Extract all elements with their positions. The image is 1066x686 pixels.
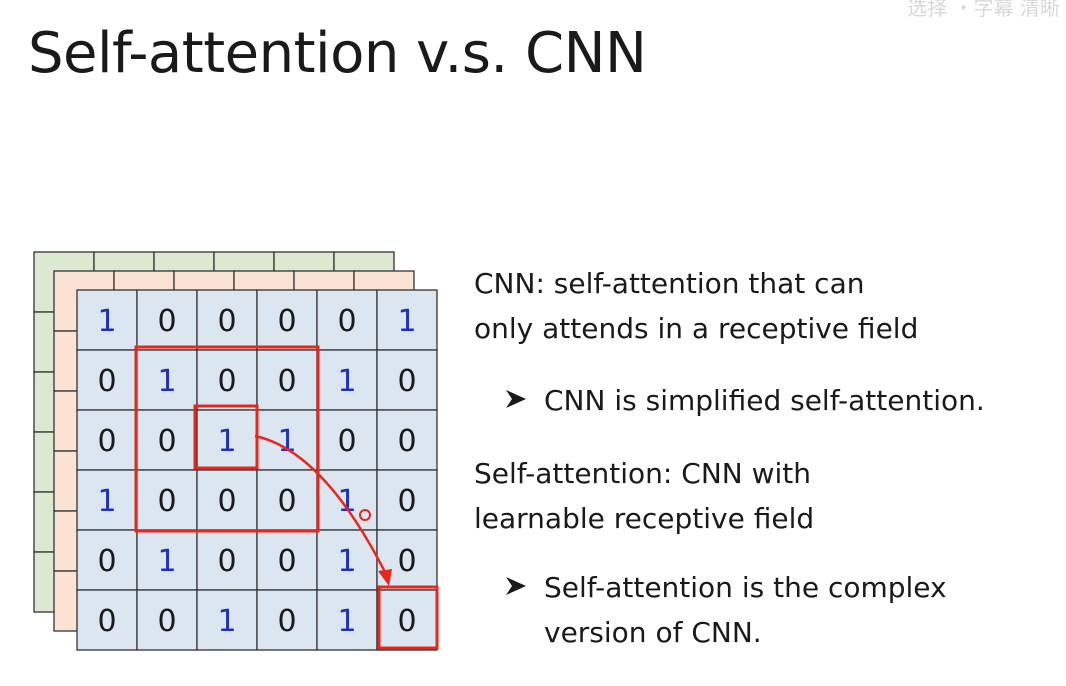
grid-cell	[76, 529, 138, 591]
grid-cell-value: 0	[397, 424, 416, 459]
grid-cell-value: 0	[277, 304, 296, 339]
grid-cell-value: 0	[217, 304, 236, 339]
grid-cell-value: 1	[277, 424, 296, 459]
grid-cell	[196, 349, 258, 411]
bullet-arrow-icon	[504, 379, 530, 424]
grid-cell-value: 1	[337, 484, 356, 519]
grid-cell-value: 1	[97, 304, 116, 339]
grid-cell	[76, 349, 138, 411]
cnn-description: CNN: self-attention that can only attend…	[474, 262, 918, 352]
grid-cell	[256, 589, 318, 651]
grid-cell-value: 0	[337, 304, 356, 339]
grid-cell-value: 0	[277, 604, 296, 639]
grid-cell-value: 1	[337, 364, 356, 399]
grid-cell	[256, 469, 318, 531]
grid-cell-value: 0	[97, 364, 116, 399]
grid-cell-value: 0	[397, 484, 416, 519]
grid-cell	[76, 409, 138, 471]
grid-cell-value: 1	[337, 544, 356, 579]
bullet-cnn-simplified-text: CNN is simplified self-attention.	[544, 384, 985, 417]
grid-cell-value: 0	[217, 544, 236, 579]
grid-cell-value: 0	[277, 364, 296, 399]
grid-cell-value: 0	[277, 484, 296, 519]
feature-map-front-layer: 1 0 0 0 0 1 0 1 0 0 1 0 0 0 1 1 0 0 1 0 0 0 1 0 0 1 0 0 1 0 0 0 1 0 1 0	[76, 289, 438, 651]
receptive-field-highlights	[134, 345, 439, 650]
grid-cell-value: 1	[397, 304, 416, 339]
feature-map-diagram: 1 0 0 0 0 1 0 1 0 0 1 0 0 0 1 1 0 0 1 0 0 0 1 0 0 1 0 0 1 0 0 0 1 0 1 0	[33, 251, 439, 651]
grid-cell-value: 0	[97, 604, 116, 639]
grid-cell-value: 0	[97, 544, 116, 579]
grid-cell-value: 0	[217, 364, 236, 399]
grid-cell	[316, 589, 378, 651]
grid-cell-value: 1	[157, 364, 176, 399]
grid-cell	[136, 589, 198, 651]
grid-cell-value: 0	[157, 424, 176, 459]
bullet-self-attention-text-1: Self-attention is the complex	[544, 571, 947, 604]
cursor-indicator-icon	[359, 509, 371, 521]
grid-cell-value: 1	[157, 544, 176, 579]
grid-cell-value: 0	[97, 424, 116, 459]
output-cell-highlight	[377, 585, 439, 650]
grid-cell-value: 0	[397, 364, 416, 399]
grid-cell-value: 0	[157, 304, 176, 339]
receptive-field-3x3	[134, 345, 320, 533]
bullet-cnn-simplified: CNN is simplified self-attention.	[504, 379, 985, 424]
grid-cell	[196, 409, 258, 471]
grid-cell-value: 1	[97, 484, 116, 519]
grid-cell-value: 0	[277, 544, 296, 579]
bullet-arrow-icon	[504, 566, 530, 611]
mapping-arrow	[254, 434, 391, 581]
grid-cell-value: 0	[397, 604, 416, 639]
bullet-self-attention-line-1: Self-attention is the complex	[504, 566, 947, 611]
grid-cell-value: 0	[217, 484, 236, 519]
grid-cell	[136, 469, 198, 531]
grid-cell	[136, 349, 198, 411]
grid-cell	[376, 289, 438, 351]
self-attention-description-line-2: learnable receptive field	[474, 501, 815, 535]
grid-cell-value: 0	[337, 424, 356, 459]
grid-cell	[136, 409, 198, 471]
grid-cell-value: 0	[157, 484, 176, 519]
grid-cell-value: 0	[397, 544, 416, 579]
cnn-description-line-1: CNN: self-attention that can	[474, 267, 865, 300]
grid-cell-value: 1	[217, 604, 236, 639]
grid-cell	[376, 469, 438, 531]
watermark: 选择 ・字幕 清晰	[907, 0, 1060, 20]
page-title: Self-attention v.s. CNN	[28, 21, 647, 86]
grid-cell-value: 1	[217, 424, 236, 459]
arrow-head-icon	[378, 569, 392, 586]
grid-cell-value: 0	[157, 604, 176, 639]
grid-cell	[256, 349, 318, 411]
grid-cell	[256, 289, 318, 351]
self-attention-description-line-1: Self-attention: CNN with	[474, 457, 812, 490]
grid-cell	[76, 289, 138, 351]
self-attention-description: Self-attention: CNN with learnable recep…	[474, 452, 814, 542]
bullet-self-attention-complex: Self-attention is the complex version of…	[504, 566, 947, 656]
grid-cell-value: 1	[337, 604, 356, 639]
grid-cell	[376, 589, 438, 651]
cnn-description-line-2: only attends in a receptive field	[474, 311, 919, 345]
grid-cell	[196, 469, 258, 531]
bullet-self-attention-line-2: version of CNN.	[544, 615, 762, 649]
